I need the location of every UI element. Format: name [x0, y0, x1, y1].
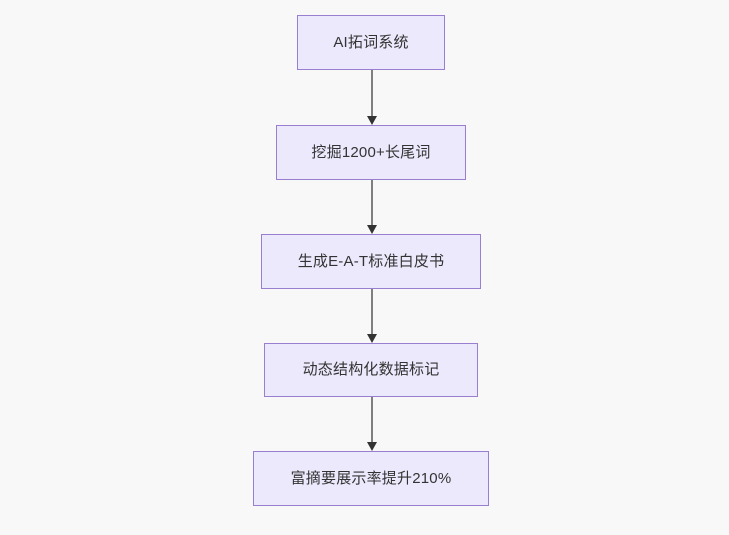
edge-line — [371, 70, 373, 117]
edge-line — [371, 397, 373, 443]
flow-node[interactable]: 富摘要展示率提升210% — [253, 451, 489, 506]
edge-line — [371, 289, 373, 335]
arrowhead-down-icon — [367, 334, 377, 343]
flow-node-label: 动态结构化数据标记 — [302, 361, 440, 378]
arrowhead-down-icon — [367, 442, 377, 451]
flow-node-label: 富摘要展示率提升210% — [290, 469, 452, 487]
flow-node[interactable]: AI拓词系统 — [297, 15, 445, 70]
flow-node-label: 挖掘1200+长尾词 — [311, 143, 431, 161]
flow-node[interactable]: 动态结构化数据标记 — [264, 343, 478, 397]
flow-node[interactable]: 生成E-A-T标准白皮书 — [261, 234, 481, 289]
flow-node[interactable]: 挖掘1200+长尾词 — [276, 125, 466, 180]
arrowhead-down-icon — [367, 225, 377, 234]
arrowhead-down-icon — [367, 116, 377, 125]
flow-node-label: AI拓词系统 — [333, 33, 409, 51]
flow-node-label: 生成E-A-T标准白皮书 — [297, 252, 445, 270]
edge-line — [371, 180, 373, 226]
